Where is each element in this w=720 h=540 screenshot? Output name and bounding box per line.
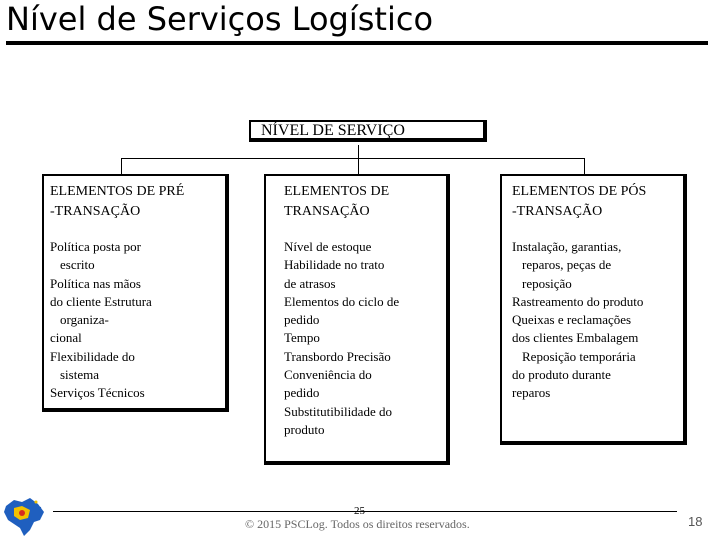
copyright-text: © 2015 PSCLog. Todos os direitos reserva… <box>245 517 470 531</box>
list-item: reparos, peças de <box>522 257 612 273</box>
list-item: Rastreamento do produto <box>512 293 644 309</box>
list-item: Instalação, garantias, <box>512 239 622 254</box>
column-transacao: ELEMENTOS DE TRANSAÇÃO Nível de estoque … <box>264 174 450 465</box>
heading-line: TRANSAÇÃO <box>284 204 370 219</box>
list-item: escrito <box>60 257 95 273</box>
slide-title: Nível de Serviços Logístico <box>6 0 434 38</box>
connector-middle-down <box>358 158 359 176</box>
list-item: do cliente Estrutura <box>50 293 152 309</box>
heading-line: ELEMENTOS DE PÓS <box>512 184 647 199</box>
column-pre-transacao: ELEMENTOS DE PRÉ -TRANSAÇÃO Política pos… <box>42 174 229 412</box>
list-item: Flexibilidade do <box>50 348 135 364</box>
list-item: Política posta por <box>50 239 141 254</box>
column-heading: ELEMENTOS DE PÓS -TRANSAÇÃO <box>512 182 679 222</box>
brazil-map-logo <box>4 498 44 536</box>
column-items: Nível de estoque Habilidade no trato de … <box>284 238 442 439</box>
column-heading: ELEMENTOS DE TRANSAÇÃO <box>284 182 442 222</box>
list-item: Reposição temporária <box>522 348 636 364</box>
list-item: Conveniência do <box>284 367 372 383</box>
column-heading: ELEMENTOS DE PRÉ -TRANSAÇÃO <box>50 182 221 222</box>
list-item: cional <box>50 330 82 346</box>
list-item: do produto durante <box>512 367 611 383</box>
list-item: dos clientes Embalagem <box>512 330 639 346</box>
column-items: Instalação, garantias, reparos, peças de… <box>512 238 679 403</box>
column-items: Política posta por escrito Política nas … <box>50 238 221 403</box>
list-item: Política nas mãos <box>50 275 141 291</box>
column-pos-transacao: ELEMENTOS DE PÓS -TRANSAÇÃO Instalação, … <box>500 174 687 445</box>
list-item: produto <box>284 421 325 437</box>
list-item: de atrasos <box>284 275 336 291</box>
footer-divider <box>53 511 677 512</box>
list-item: reposição <box>522 275 572 291</box>
list-item: Elementos do ciclo de <box>284 293 400 309</box>
list-item: Nível de estoque <box>284 239 372 254</box>
title-underline <box>6 41 708 45</box>
list-item: Habilidade no trato <box>284 257 385 273</box>
list-item: reparos <box>512 385 551 401</box>
heading-line: -TRANSAÇÃO <box>50 204 141 219</box>
list-item: Serviços Técnicos <box>50 385 145 401</box>
list-item: pedido <box>284 385 320 401</box>
inner-page-number: 25 <box>354 505 365 517</box>
connector-horizontal <box>121 158 584 159</box>
heading-line: -TRANSAÇÃO <box>512 204 603 219</box>
connector-root-down <box>358 145 359 158</box>
list-item: sistema <box>60 367 99 383</box>
root-node-nivel-de-servico: NÍVEL DE SERVIÇO <box>249 120 487 142</box>
list-item: pedido <box>284 312 320 328</box>
slide-page-number: 18 <box>688 514 703 529</box>
list-item: Substitutibilidade do <box>284 403 392 419</box>
connector-right-down <box>584 158 585 176</box>
list-item: Tempo <box>284 330 320 346</box>
list-item: Queixas e reclamações <box>512 312 632 328</box>
list-item: organiza- <box>60 312 109 328</box>
heading-line: ELEMENTOS DE <box>284 184 390 199</box>
connector-left-down <box>121 158 122 176</box>
list-item: Transbordo Precisão <box>284 348 391 364</box>
heading-line: ELEMENTOS DE PRÉ <box>50 184 185 199</box>
